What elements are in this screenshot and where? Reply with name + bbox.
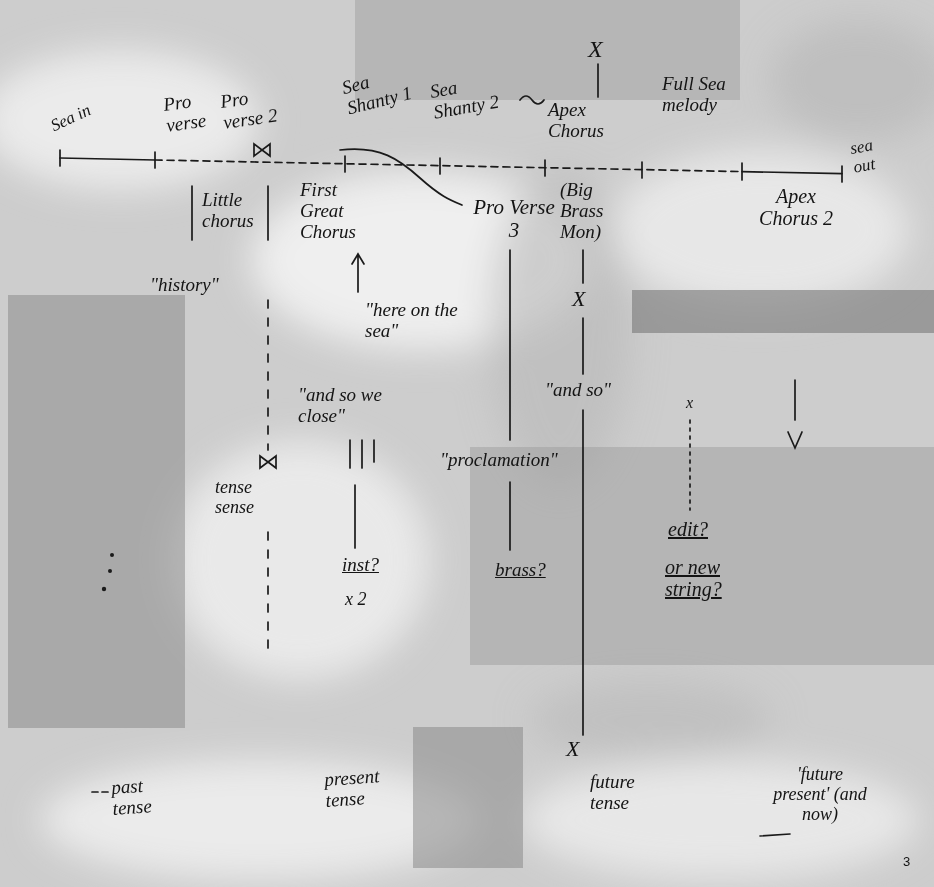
up-arrow bbox=[352, 254, 364, 292]
handwritten-note: First Great Chorus bbox=[300, 180, 362, 243]
dot-mark bbox=[110, 553, 114, 557]
handwritten-note: (Big Brass Mon) bbox=[560, 180, 622, 243]
grey-panel bbox=[8, 295, 185, 728]
handwritten-note: Full Sea melody bbox=[662, 74, 732, 116]
handwritten-note: Sea Shanty 2 bbox=[428, 70, 506, 124]
handwritten-note: 'future present' (and now) bbox=[770, 765, 870, 824]
handwritten-note: Pro verse bbox=[162, 88, 222, 137]
handwritten-note: sea out bbox=[849, 132, 900, 177]
handwritten-note: edit? bbox=[668, 518, 708, 540]
column-line bbox=[354, 485, 356, 548]
dot-marks bbox=[102, 553, 114, 591]
handwritten-note: Sea Shanty 1 bbox=[340, 62, 418, 119]
handwritten-note: Apex Chorus 2 bbox=[755, 185, 837, 229]
tally-marks bbox=[350, 440, 374, 468]
column-line bbox=[582, 250, 584, 735]
column-line bbox=[267, 300, 269, 650]
dot-mark bbox=[102, 587, 106, 591]
handwritten-note: Little chorus bbox=[202, 190, 262, 232]
photo-texture bbox=[0, 20, 934, 880]
handwritten-note: "history" bbox=[150, 275, 219, 296]
handwritten-note: X bbox=[588, 36, 603, 62]
handwritten-note: brass? bbox=[495, 560, 546, 581]
handwritten-note: 3 bbox=[903, 855, 910, 869]
handwritten-note: "and so" bbox=[545, 380, 611, 401]
timeline bbox=[60, 158, 155, 160]
handwritten-note: past tense bbox=[111, 774, 174, 820]
v-mark bbox=[788, 432, 802, 448]
handwritten-note: tense sense bbox=[215, 478, 275, 518]
photo-highlight bbox=[170, 440, 430, 680]
handwritten-note: X bbox=[566, 737, 579, 761]
dot-mark bbox=[108, 569, 112, 573]
underline-stroke bbox=[760, 834, 790, 836]
handwritten-note: x bbox=[686, 394, 693, 412]
timeline bbox=[742, 172, 842, 174]
handwritten-note: Apex Chorus bbox=[548, 100, 608, 142]
pen-strokes bbox=[60, 64, 842, 836]
column-line bbox=[192, 186, 268, 240]
handwritten-note: Pro verse 2 bbox=[219, 84, 286, 134]
photo-shadow bbox=[770, 20, 934, 140]
grey-panel bbox=[632, 290, 934, 333]
bowtie-symbol bbox=[260, 456, 276, 468]
photo-highlight bbox=[0, 50, 260, 190]
photo-highlight bbox=[520, 760, 920, 880]
bowtie-symbol bbox=[254, 144, 270, 156]
handwritten-note: Sea in bbox=[48, 101, 94, 136]
handwritten-note: "here on the sea" bbox=[365, 300, 460, 342]
grey-panel bbox=[413, 727, 523, 868]
grey-panel bbox=[470, 447, 934, 665]
tilde-mark bbox=[520, 96, 544, 104]
handwritten-note: X bbox=[572, 287, 585, 311]
wave-curve bbox=[340, 149, 462, 205]
tick-marks bbox=[60, 150, 842, 182]
handwritten-note: or new string? bbox=[665, 556, 757, 600]
handwritten-note: "and so we close" bbox=[298, 385, 410, 427]
handwritten-note: "proclamation" bbox=[440, 450, 558, 471]
handwritten-note: x 2 bbox=[345, 590, 367, 610]
handwritten-note: Pro Verse 3 bbox=[468, 196, 560, 242]
dash-marks bbox=[92, 791, 108, 793]
column-line bbox=[509, 250, 511, 550]
handwritten-note: future tense bbox=[590, 772, 660, 814]
timeline bbox=[155, 160, 742, 172]
column-line bbox=[794, 380, 796, 420]
handwritten-note: present tense bbox=[324, 765, 402, 812]
column-line bbox=[597, 64, 599, 97]
column-line bbox=[689, 420, 691, 510]
handwritten-note: inst? bbox=[342, 555, 379, 576]
